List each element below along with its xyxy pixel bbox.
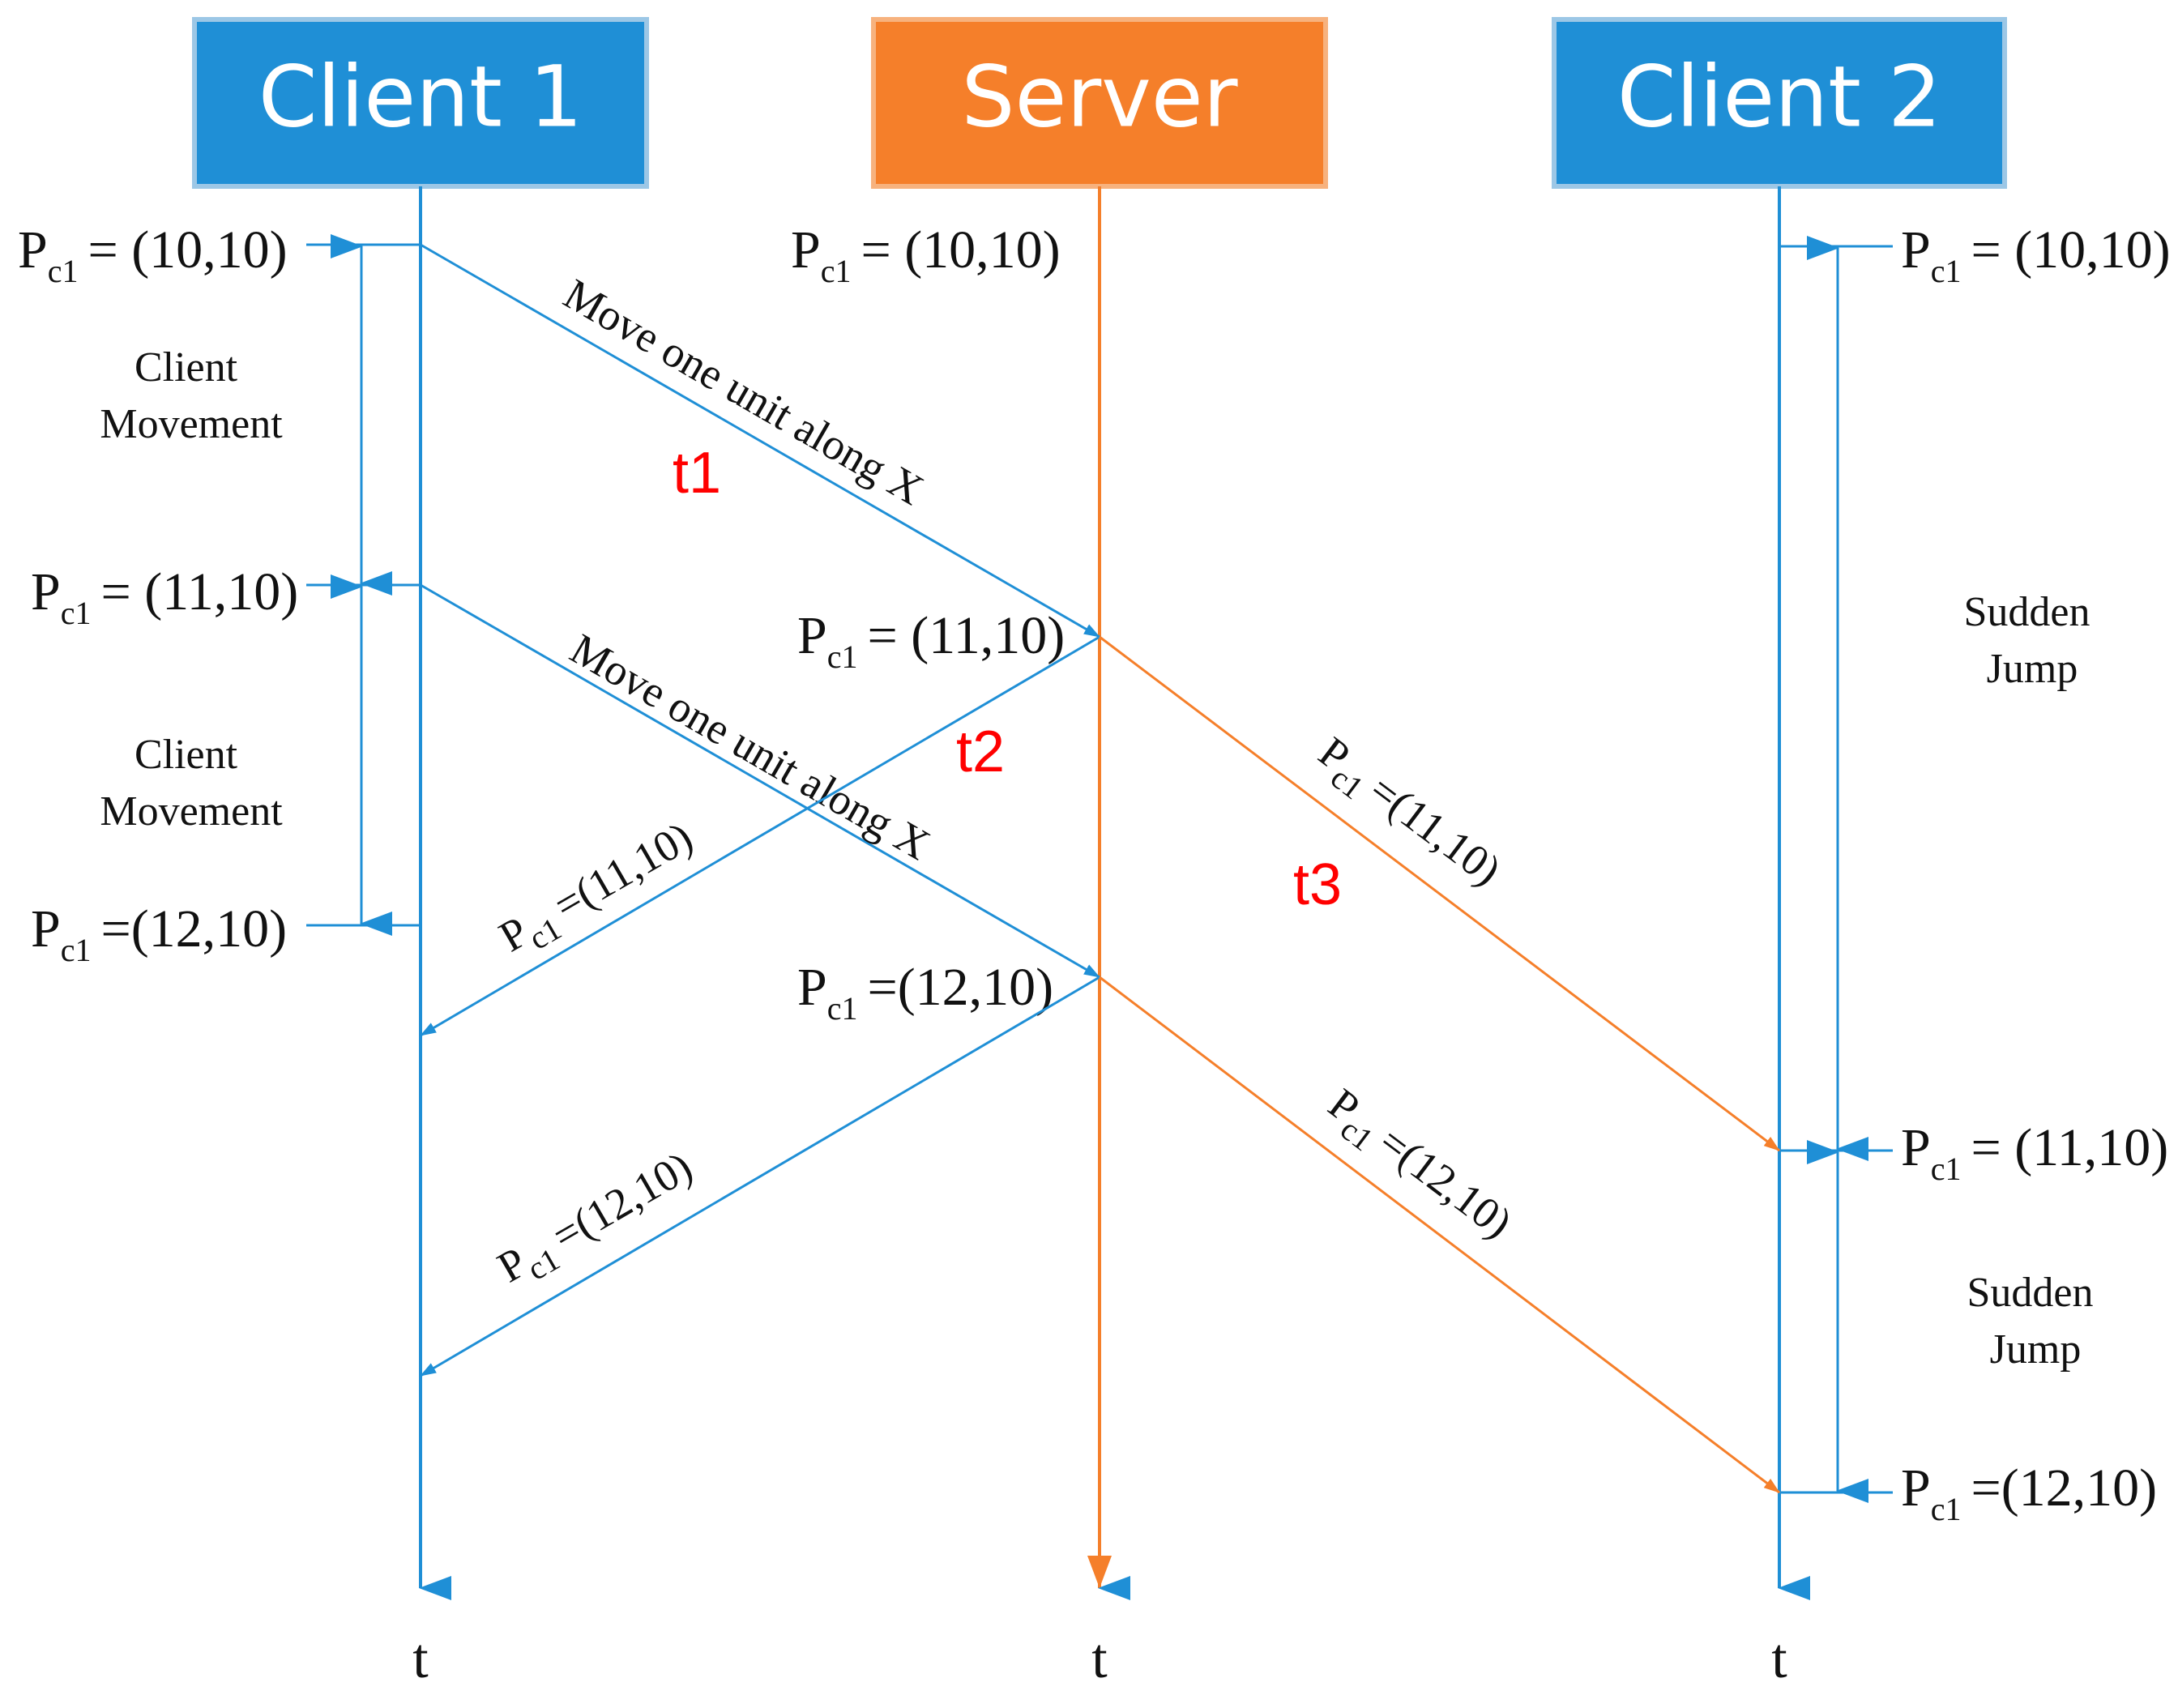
client-movement-note-1: Client Movement [100, 344, 283, 447]
forward-message-arrow-1 [1099, 635, 1780, 1152]
client-movement-note-2: Client Movement [100, 732, 283, 835]
server-title: Server [961, 47, 1237, 146]
reply-message-label-1: Pc1=(11,10) [491, 813, 705, 969]
server-pos-1: Pc1= (10,10) [791, 220, 1061, 289]
client2-header: Client 2 [1552, 17, 2007, 189]
server-header: Server [871, 17, 1328, 189]
client1-title: Client 1 [258, 47, 583, 146]
client2-title: Client 2 [1617, 47, 1941, 146]
time-label-t2: t2 [956, 719, 1005, 784]
move-message-arrow-1 [420, 243, 1100, 638]
reply-message-label-2: Pc1=(12,10) [489, 1142, 705, 1300]
forward-message-label-2: Pc1=(12,10) [1314, 1079, 1521, 1255]
reply-message-arrow-1 [420, 635, 1100, 1037]
forward-message-arrow-2 [1099, 976, 1780, 1494]
time-label-t1: t1 [673, 441, 721, 506]
client1-pos-2: Pc1= (11,10) [31, 562, 298, 631]
client1-pos-3: Pc1=(12,10) [31, 899, 287, 968]
client1-pos-1: Pc1= (10,10) [18, 220, 288, 289]
time-label-t3: t3 [1293, 852, 1342, 917]
sudden-jump-note-2: Sudden Jump [1967, 1270, 2104, 1373]
server-pos-3: Pc1=(12,10) [797, 958, 1053, 1027]
client2-pos-1: Pc1= (10,10) [1901, 220, 2171, 289]
reply-message-arrow-2 [420, 976, 1100, 1377]
server-pos-2: Pc1= (11,10) [797, 606, 1065, 675]
sudden-jump-note-1: Sudden Jump [1964, 589, 2101, 692]
server-axis-label: t [1091, 1628, 1108, 1690]
client1-axis-label: t [412, 1628, 429, 1690]
client2-axis-label: t [1771, 1628, 1787, 1690]
move-message-arrow-2 [420, 583, 1100, 979]
client1-header: Client 1 [192, 17, 649, 189]
server-timeline-arrowhead [1087, 1556, 1112, 1588]
move-message-label-1: Move one unit along X [556, 269, 932, 514]
client2-pos-3: Pc1=(12,10) [1901, 1458, 2157, 1527]
client2-pos-2: Pc1= (11,10) [1901, 1118, 2168, 1187]
